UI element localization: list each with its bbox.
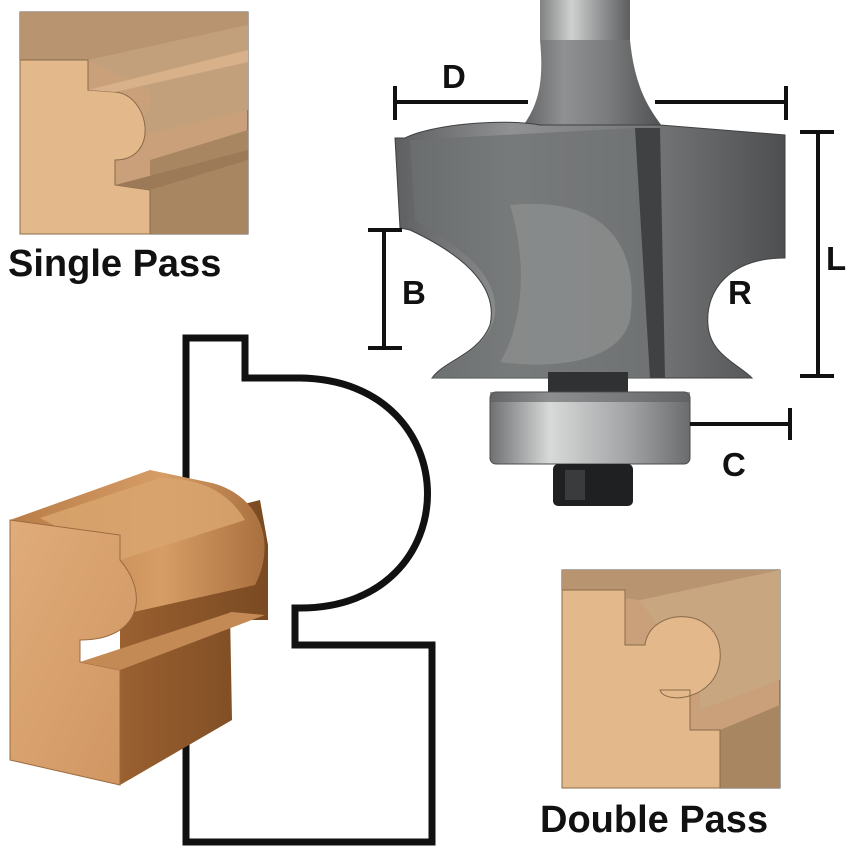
dimension-c <box>690 408 792 440</box>
dimension-b <box>368 228 402 350</box>
profile-outline <box>182 334 436 846</box>
single-pass-caption: Single Pass <box>8 243 221 285</box>
double-pass-sample <box>561 569 781 789</box>
dimension-l <box>800 130 834 378</box>
dim-label-b: B <box>402 274 426 311</box>
dim-label-r: R <box>728 274 752 311</box>
dim-label-d: D <box>442 58 466 95</box>
dimension-d <box>393 86 788 120</box>
wood-block-3d <box>9 470 268 786</box>
dim-label-l: L <box>826 240 846 277</box>
dim-label-c: C <box>722 446 746 483</box>
router-bit <box>394 0 786 506</box>
double-pass-caption: Double Pass <box>540 799 768 841</box>
single-pass-sample <box>19 11 249 235</box>
